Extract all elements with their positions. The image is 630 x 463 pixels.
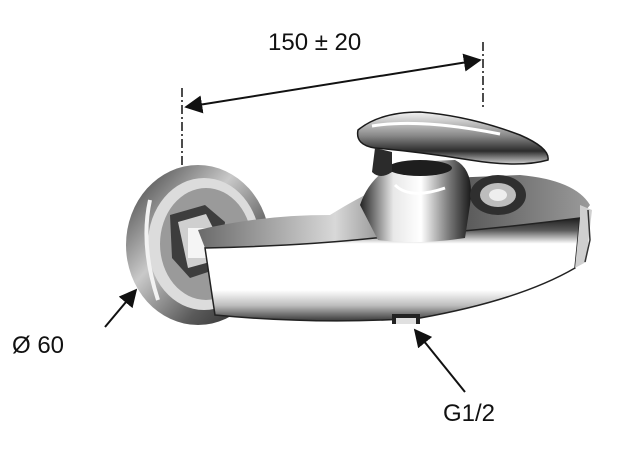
lever-handle (356, 111, 549, 176)
outlet-nipple (392, 314, 420, 324)
thread-size-label: G1/2 (443, 400, 496, 427)
cartridge-neck (360, 160, 471, 243)
right-connector (470, 175, 526, 215)
thread-leader-arrow (413, 328, 466, 393)
width-dimension-label: 150 ± 20 (268, 29, 362, 56)
diameter-dimension-label: Ø 60 (12, 332, 65, 359)
width-dimension-arrow (184, 53, 482, 114)
diameter-leader-arrow (104, 288, 138, 328)
